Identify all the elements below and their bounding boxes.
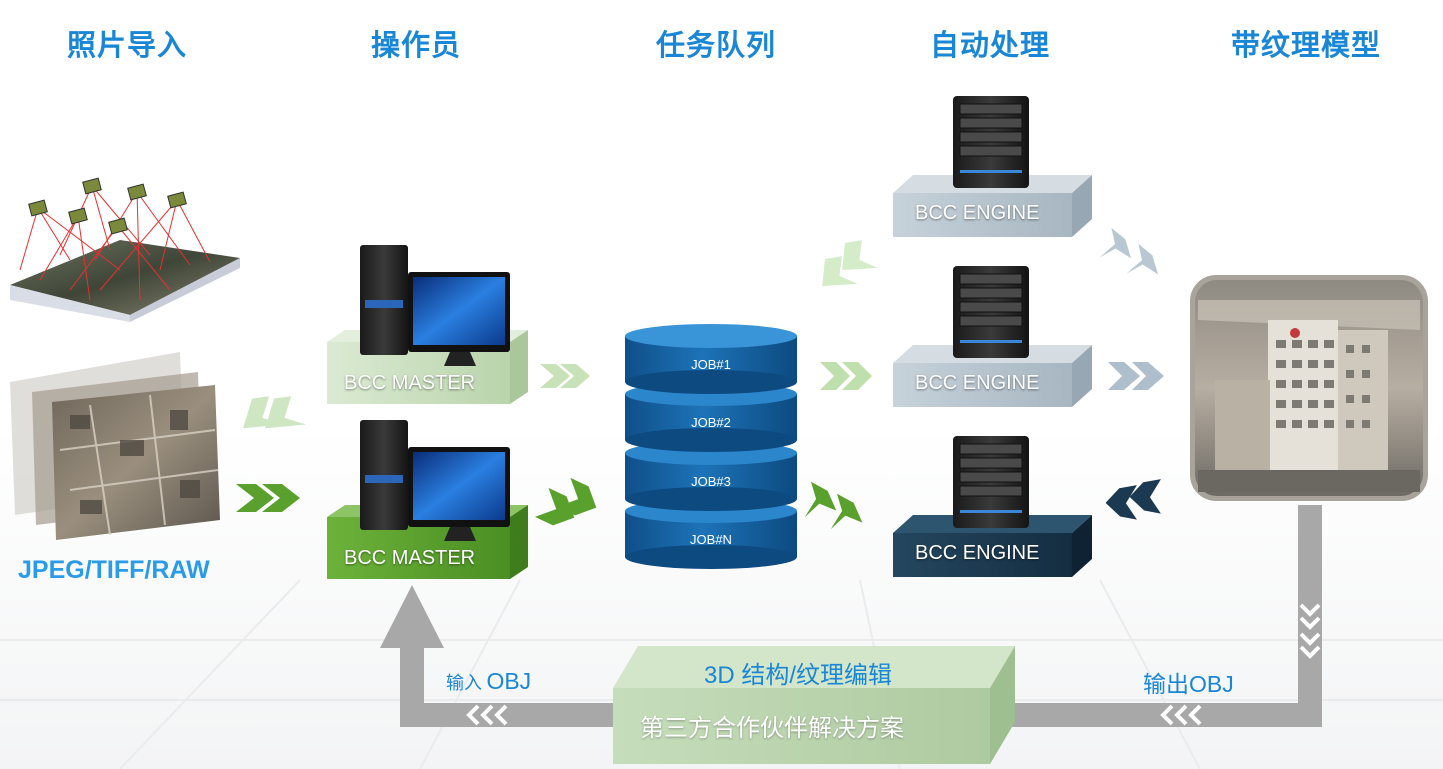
loop-chevrons <box>466 603 1321 726</box>
job-label-2: JOB#2 <box>691 415 731 430</box>
arrow-photo-to-master-bottom <box>236 484 300 512</box>
engine-label-2: BCC ENGINE <box>915 372 1040 394</box>
master-label-bottom: BCC MASTER <box>344 547 476 569</box>
column-title-task-queue: 任务队列 <box>655 28 777 62</box>
job-cylinder-n <box>625 499 797 569</box>
column-title-photo-import: 照片导入 <box>66 28 188 62</box>
arrow-engine-2-to-model <box>1108 362 1164 390</box>
engine-label-3: BCC ENGINE <box>915 542 1040 564</box>
engine-platform-3 <box>893 515 1092 577</box>
workstation-top <box>360 245 510 366</box>
input-obj-suffix: OBJ <box>486 668 532 694</box>
master-label-top: BCC MASTER <box>344 372 476 394</box>
server-tower-3 <box>953 436 1029 528</box>
arrow-queue-to-engine-3 <box>804 481 863 530</box>
arrow-photo-to-master-top <box>243 396 307 429</box>
workstation-bottom <box>360 420 510 541</box>
arrow-master-to-queue-top <box>540 364 590 388</box>
job-label-n: JOB#N <box>690 532 732 547</box>
partner-solution-box <box>613 646 1015 764</box>
arrow-engine-1-to-model <box>1099 227 1159 275</box>
edit-3d-structure-label: 3D 结构/纹理编辑 <box>704 662 893 689</box>
partner-solution-label: 第三方合作伙伴解决方案 <box>640 714 904 742</box>
column-title-textured-model: 带纹理模型 <box>1230 28 1382 62</box>
input-obj-label: 输入 OBJ <box>446 668 531 695</box>
job-label-3: JOB#3 <box>691 474 731 489</box>
textured-building-model <box>1190 275 1428 501</box>
job-label-1: JOB#1 <box>691 357 731 372</box>
arrow-engine-3-to-model <box>1105 479 1161 520</box>
terrain-photo-rays-illustration <box>10 177 240 322</box>
column-title-operator: 操作员 <box>370 28 462 62</box>
job-cylinder-3 <box>625 441 797 511</box>
server-tower-1 <box>953 96 1029 188</box>
aerial-photo-stack <box>10 352 220 540</box>
arrow-queue-to-engine-1 <box>822 240 878 286</box>
job-queue-stack <box>625 324 797 569</box>
server-tower-2 <box>953 266 1029 358</box>
arrow-master-to-queue-bottom <box>534 477 597 526</box>
column-title-auto-process: 自动处理 <box>929 28 1051 62</box>
engine-label-1: BCC ENGINE <box>915 202 1040 224</box>
job-cylinder-1 <box>625 324 797 394</box>
input-obj-prefix: 输入 <box>446 673 482 693</box>
image-formats-label: JPEG/TIFF/RAW <box>18 556 210 584</box>
arrow-queue-to-engine-2 <box>820 362 872 390</box>
output-obj-label: 输出OBJ <box>1143 671 1234 697</box>
